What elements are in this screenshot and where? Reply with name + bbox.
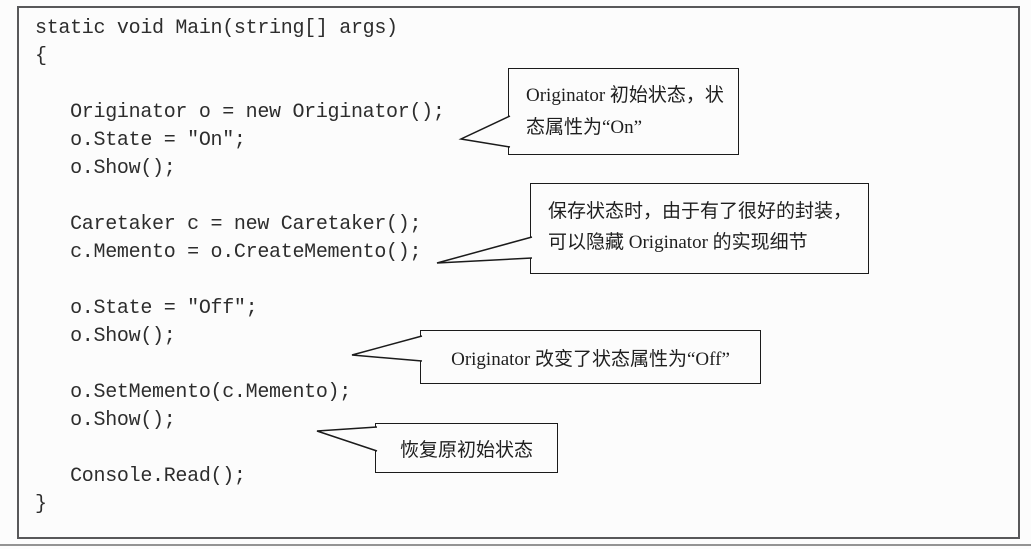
code-line: { (35, 45, 47, 68)
callout-restore-state: 恢复原初始状态 (375, 423, 558, 473)
code-line (35, 71, 445, 99)
callout-changed-state: Originator 改变了状态属性为“Off” (420, 330, 761, 384)
code-block: static void Main(string[] args) { Origin… (35, 15, 445, 519)
code-line: } (35, 493, 47, 516)
page-bottom-rule (0, 544, 1031, 546)
callout-text: Originator 初始状态，状 (526, 85, 724, 106)
code-line: o.Show(); (35, 325, 176, 348)
code-line: Caretaker c = new Caretaker(); (35, 213, 422, 236)
callout-initial-state: Originator 初始状态，状 态属性为“On” (508, 68, 739, 155)
code-line: o.Show(); (35, 409, 176, 432)
code-line (35, 183, 445, 211)
code-line: static void Main(string[] args) (35, 17, 398, 40)
code-line: o.SetMemento(c.Memento); (35, 381, 351, 404)
callout-text: Originator 改变了状态属性为“Off” (451, 348, 730, 370)
callout-text: 恢复原初始状态 (399, 439, 533, 461)
code-line: Originator o = new Originator(); (35, 101, 445, 124)
code-line: o.State = "On"; (35, 129, 246, 152)
callout-text: 保存状态时，由于有了很好的封装， (548, 201, 853, 222)
code-line: Console.Read(); (35, 465, 246, 488)
code-line (35, 267, 445, 295)
code-line: c.Memento = o.CreateMemento(); (35, 241, 422, 264)
code-line: o.Show(); (35, 157, 176, 180)
code-line (35, 351, 445, 379)
code-line: o.State = "Off"; (35, 297, 258, 320)
callout-save-state: 保存状态时，由于有了很好的封装， 可以隐藏 Originator 的实现细节 (530, 183, 869, 274)
callout-text: 态属性为“On” (526, 117, 643, 138)
callout-text: 可以隐藏 Originator 的实现细节 (548, 232, 808, 253)
